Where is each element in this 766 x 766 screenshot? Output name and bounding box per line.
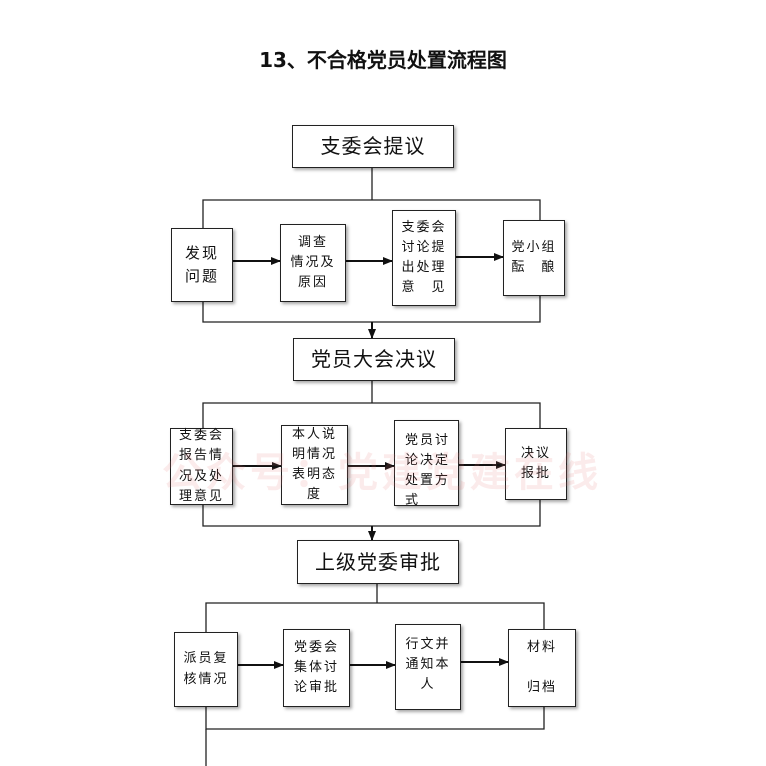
stage1-step2-box: 调查 情况及 原因 — [280, 224, 346, 302]
page-title: 13、不合格党员处置流程图 — [259, 48, 507, 72]
stage2-step4-box: 决议 报批 — [505, 428, 567, 500]
stage3-step1-box: 派员复 核情况 — [174, 632, 238, 707]
connector-stage3-bottom-rail — [205, 707, 545, 730]
stage2-step1-box: 支委会 报告情 况及处 理意见 — [170, 428, 233, 505]
stage1-step3-box: 支委会 讨论提 出处理 意 见 — [392, 210, 456, 306]
connector-stage1-bottom-rail — [202, 296, 541, 323]
connector-stage1-top-rail — [202, 199, 541, 251]
stage1-step4-box: 党小组 酝 酿 — [503, 220, 565, 296]
connector-stage2-bottom-rail — [202, 500, 541, 527]
connector-stage3-top-rail — [205, 602, 545, 632]
stage3-step2-box: 党委会 集体讨 论审批 — [283, 629, 350, 707]
stage3-step3-box: 行文并 通知本 人 — [395, 624, 461, 710]
connector-stage2-top-rail — [202, 402, 541, 438]
stage2-main-box: 党员大会决议 — [293, 338, 455, 381]
stage2-step3-box: 党员讨 论决定 处置方 式 — [394, 420, 459, 508]
stage2-step2-box: 本人说 明情况 表明态 度 — [281, 425, 348, 505]
stage3-main-box: 上级党委审批 — [297, 540, 459, 584]
stage1-main-box: 支委会提议 — [292, 125, 454, 168]
stage1-step1-box: 发现 问题 — [171, 228, 233, 302]
stage3-step4-box: 材料 归档 — [508, 629, 576, 707]
